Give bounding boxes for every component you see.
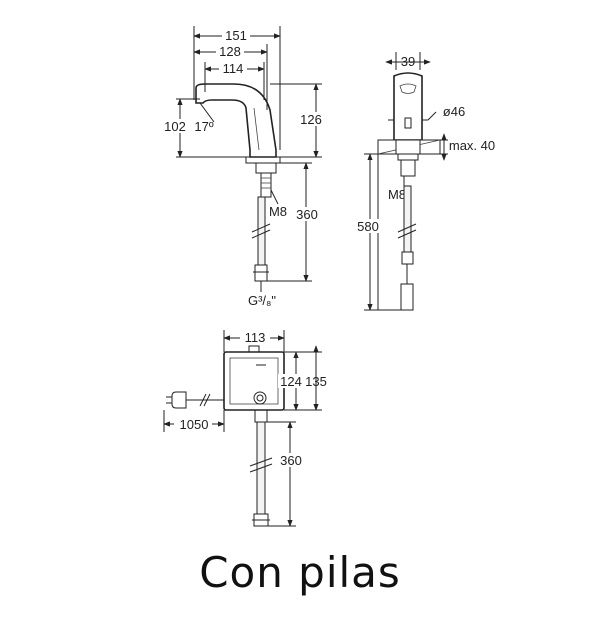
dim-39: 39 <box>401 54 415 69</box>
box-knob <box>253 391 267 405</box>
dim-diameter: ø46 <box>443 104 465 119</box>
dim-151: 151 <box>225 28 247 43</box>
dim-126: 126 <box>300 112 322 127</box>
control-box-view: 113 124 135 1050 <box>163 330 327 527</box>
faucet-front-body <box>393 72 423 141</box>
dim-1050: 1050 <box>180 417 209 432</box>
hose-front <box>403 185 412 253</box>
dim-113: 113 <box>245 330 266 345</box>
caption: Con pilas <box>199 548 401 597</box>
faucet-side-view: 151 128 114 102 17º 126 <box>162 26 324 308</box>
power-plug <box>171 391 187 409</box>
hose <box>257 196 266 266</box>
dim-angle: 17º <box>194 119 213 134</box>
sensor-window <box>404 117 412 129</box>
control-box <box>223 351 285 411</box>
dim-124: 124 <box>280 374 302 389</box>
thread-label: M8 <box>269 204 287 219</box>
cable-plug <box>400 283 414 311</box>
dim-580: 580 <box>357 219 379 234</box>
dim-360-side: 360 <box>296 207 318 222</box>
mounting-nut <box>255 162 277 174</box>
dim-135: 135 <box>305 374 327 389</box>
connection-label: G³/₈" <box>248 293 276 308</box>
dim-max-deck: max. 40 <box>449 138 495 153</box>
dim-360-box: 360 <box>280 453 302 468</box>
faucet-front-view: 39 ø46 max. 40 M8 580 <box>354 52 495 311</box>
dim-114: 114 <box>223 61 244 76</box>
thread-label-front: M8 <box>388 187 406 202</box>
dim-102: 102 <box>164 119 186 134</box>
dim-128: 128 <box>219 44 241 59</box>
spout-body <box>195 83 277 158</box>
